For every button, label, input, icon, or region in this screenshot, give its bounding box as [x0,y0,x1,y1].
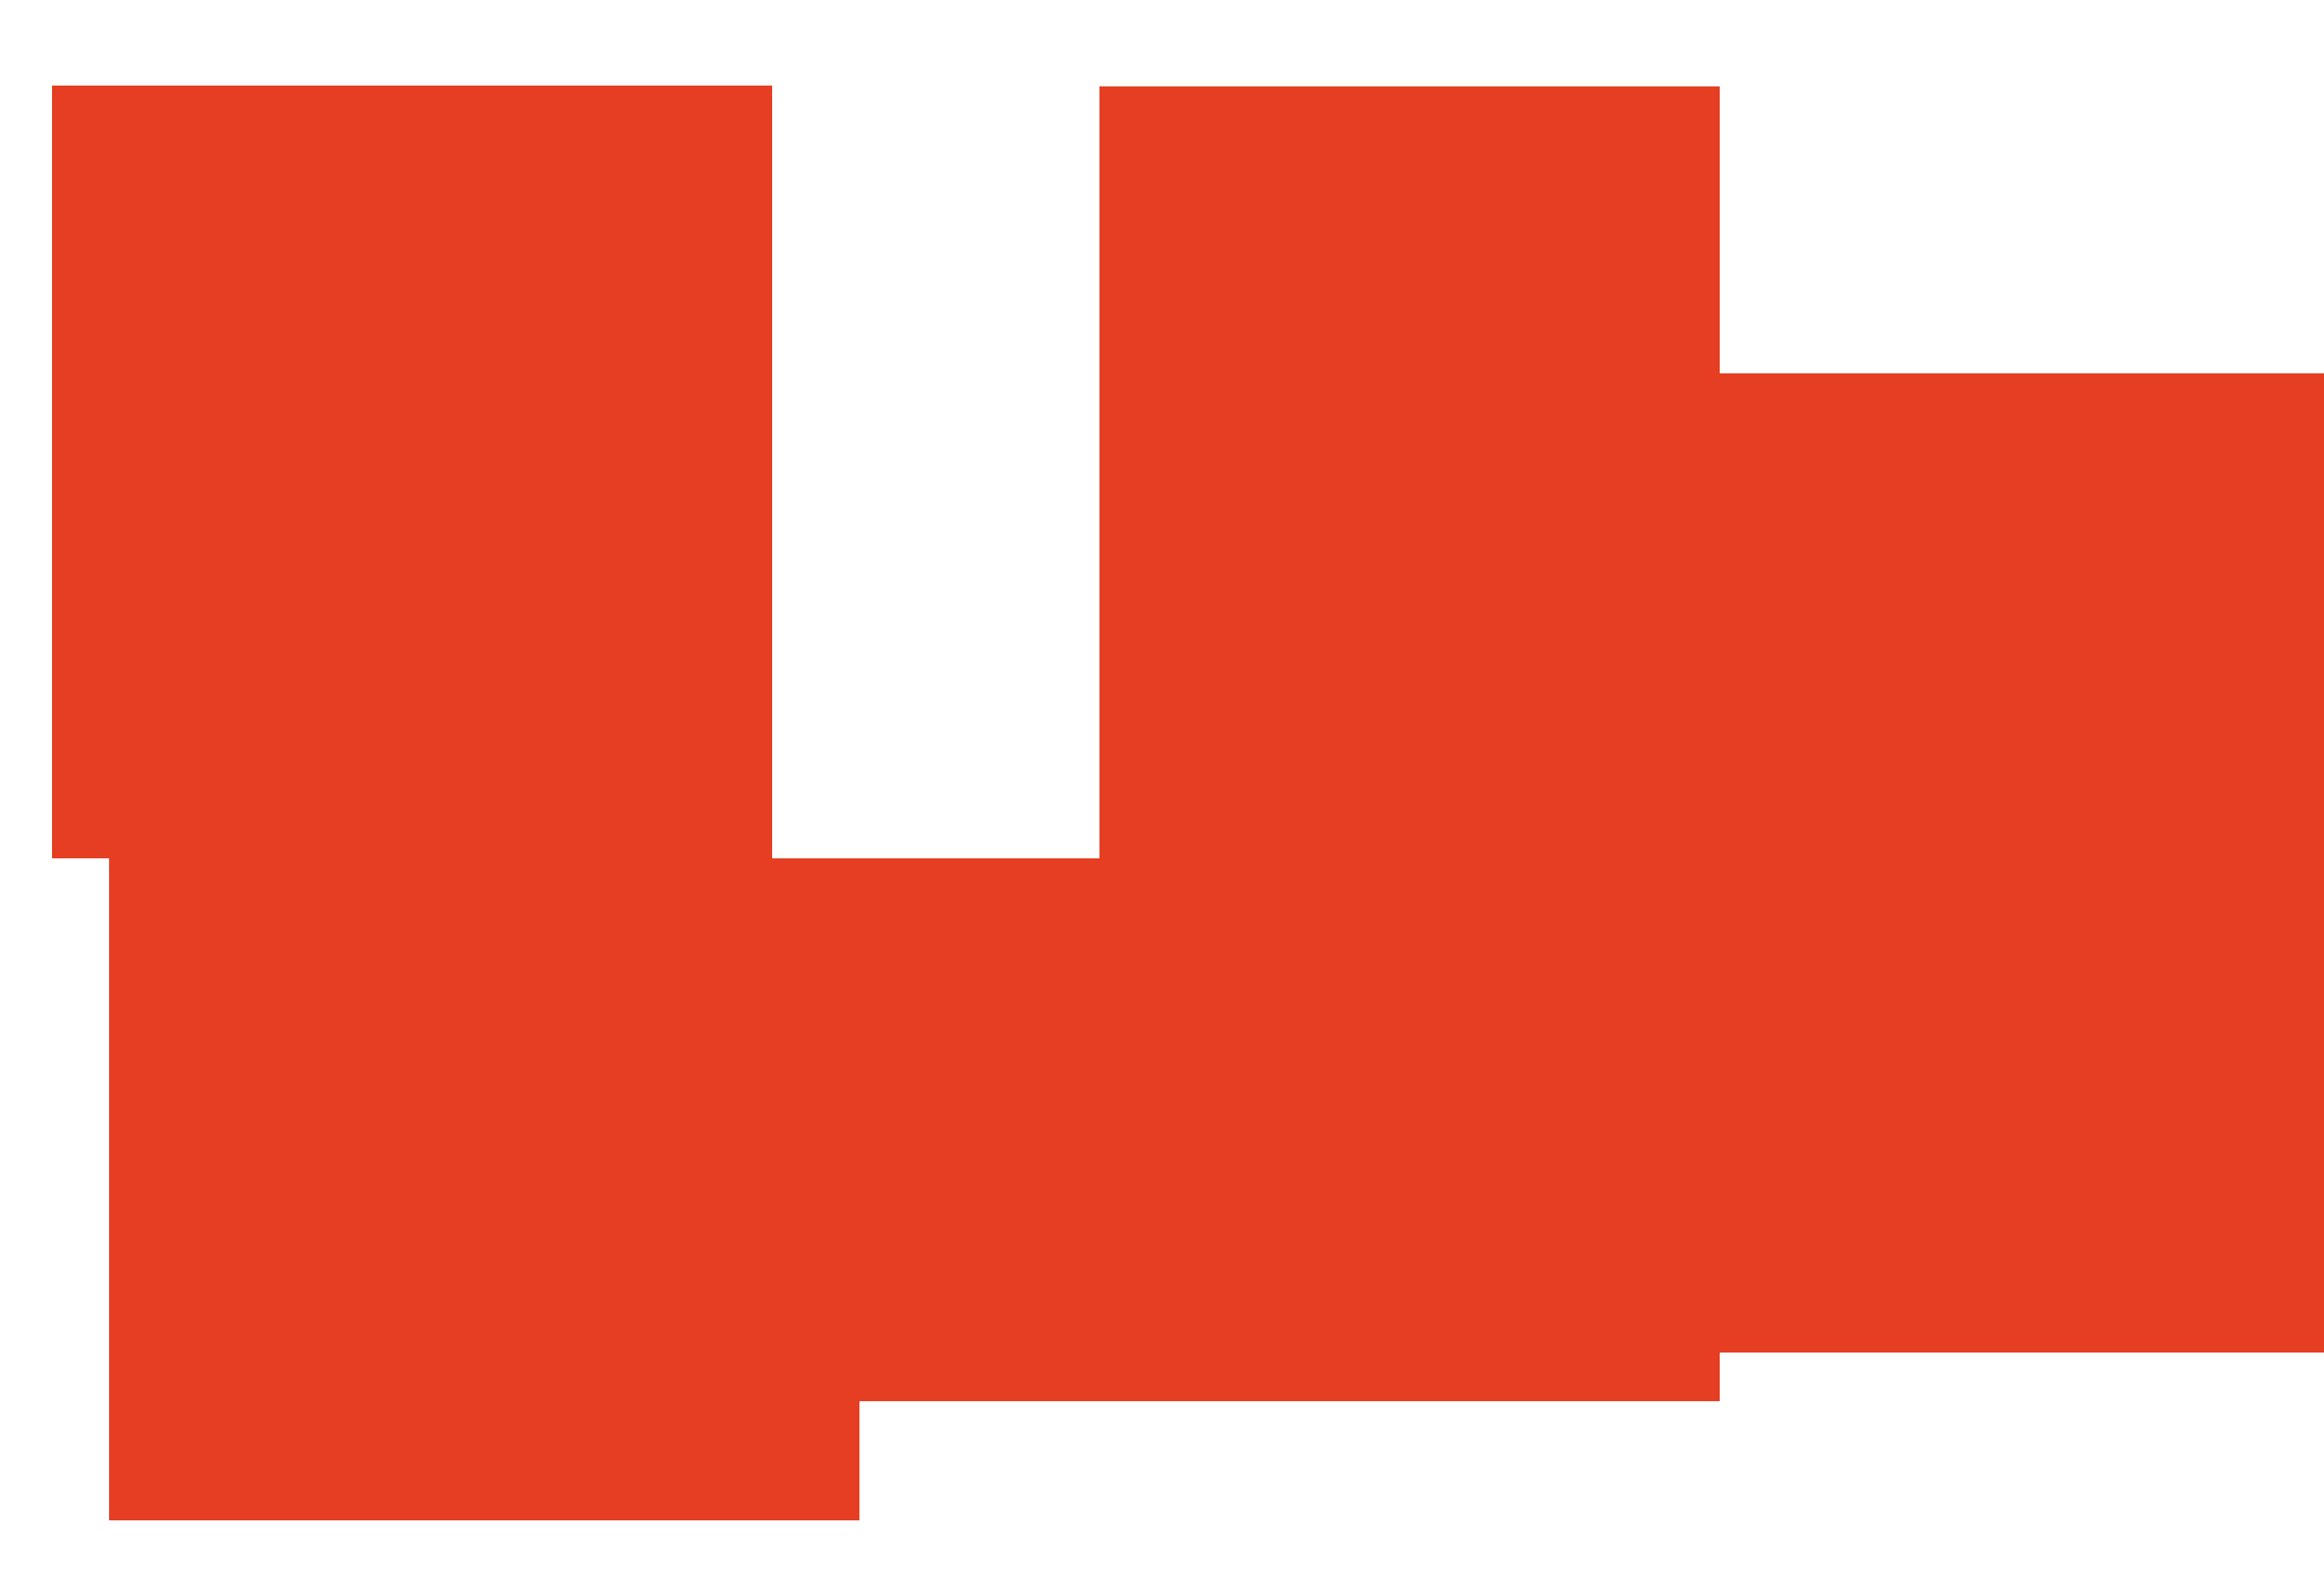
block-top-right [1720,373,2244,858]
block-bottom-left [109,1401,859,1520]
block-top-middle [1099,86,1720,858]
block-lower-band [109,1353,1720,1401]
block-top-left [52,86,772,858]
canvas-description: Solid orange-red blocky composite shape … [0,0,1,1]
block-wide-band [109,858,2324,1353]
